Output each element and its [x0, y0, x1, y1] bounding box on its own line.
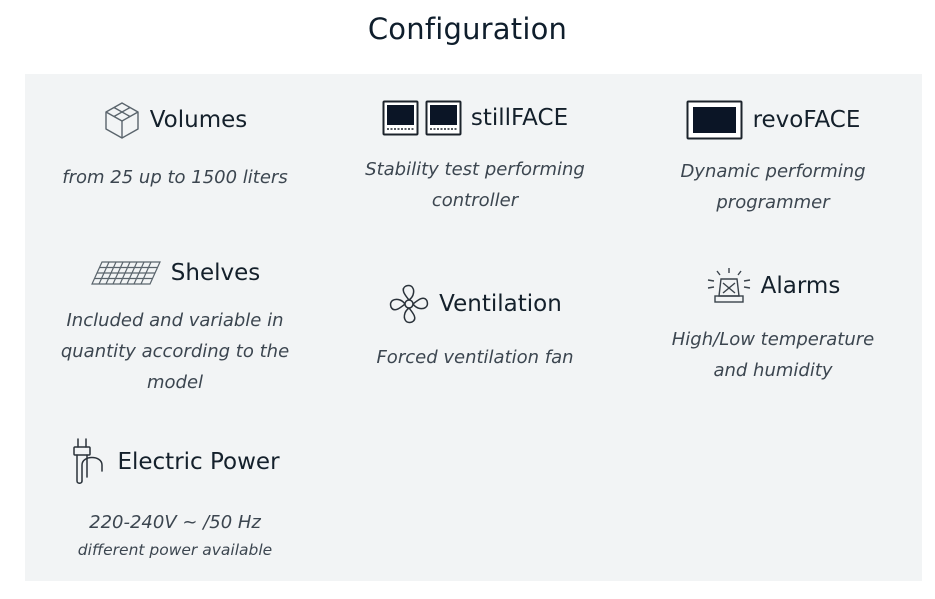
feature-alarms-description-line2: and humidity	[713, 360, 833, 381]
power-plug-icon	[70, 437, 108, 487]
feature-alarms-description-line1: High/Low temperature	[671, 329, 875, 350]
feature-volumes-title: Volumes	[149, 107, 248, 133]
feature-stillface-header: stillFACE	[330, 100, 620, 136]
shelf-grid-icon	[90, 260, 162, 286]
feature-electric-power-title: Electric Power	[117, 449, 280, 475]
feature-volumes: Volumes from 25 up to 1500 liters	[30, 100, 320, 193]
feature-alarms-title: Alarms	[760, 273, 841, 299]
feature-ventilation: Ventilation Forced ventilation fan	[330, 283, 620, 373]
feature-stillface-description-line1: Stability test performing	[365, 159, 585, 180]
feature-alarms: Alarms High/Low temperature and humidity	[628, 266, 918, 386]
feature-shelves-title: Shelves	[170, 260, 261, 286]
feature-alarms-header: Alarms	[628, 266, 918, 306]
feature-revoface-description-line1: Dynamic performing	[680, 161, 866, 182]
screen-icon	[686, 100, 744, 140]
feature-ventilation-header: Ventilation	[330, 283, 620, 325]
feature-revoface-title: revoFACE	[752, 107, 861, 133]
feature-revoface-description-line2: programmer	[716, 192, 830, 213]
feature-shelves-header: Shelves	[30, 260, 320, 286]
feature-stillface-description: Stability test performing controller	[330, 154, 620, 216]
feature-electric-power-description-line2: different power available	[77, 541, 273, 559]
feature-ventilation-description: Forced ventilation fan	[376, 347, 574, 368]
feature-electric-power-header: Electric Power	[30, 437, 320, 487]
feature-revoface-header: revoFACE	[628, 100, 918, 140]
page-title: Configuration	[367, 12, 568, 46]
feature-ventilation-title: Ventilation	[439, 291, 562, 317]
feature-revoface: revoFACE Dynamic performing programmer	[628, 100, 918, 218]
fan-icon	[388, 283, 430, 325]
feature-shelves-description-line3: model	[146, 372, 204, 393]
feature-volumes-description: from 25 up to 1500 liters	[62, 167, 288, 188]
configuration-panel	[25, 74, 922, 581]
feature-shelves-description-line2: quantity according to the	[60, 341, 290, 362]
feature-electric-power: Electric Power 220-240V ~ /50 Hz differe…	[30, 437, 320, 560]
feature-volumes-header: Volumes	[30, 100, 320, 140]
dual-screen-icon	[382, 100, 462, 136]
feature-revoface-description: Dynamic performing programmer	[628, 156, 918, 218]
feature-shelves-description-line1: Included and variable in	[66, 310, 284, 331]
feature-stillface-description-line2: controller	[431, 190, 519, 211]
feature-stillface-title: stillFACE	[470, 105, 569, 131]
feature-stillface: stillFACE Stability test performing cont…	[330, 100, 620, 216]
feature-shelves: Shelves Included and variable in quantit…	[30, 260, 320, 398]
feature-alarms-description: High/Low temperature and humidity	[628, 324, 918, 386]
feature-electric-power-description-line1: 220-240V ~ /50 Hz	[89, 512, 261, 533]
cube-icon	[103, 100, 141, 140]
feature-shelves-description: Included and variable in quantity accord…	[30, 305, 320, 398]
alarm-beacon-icon	[706, 266, 752, 306]
